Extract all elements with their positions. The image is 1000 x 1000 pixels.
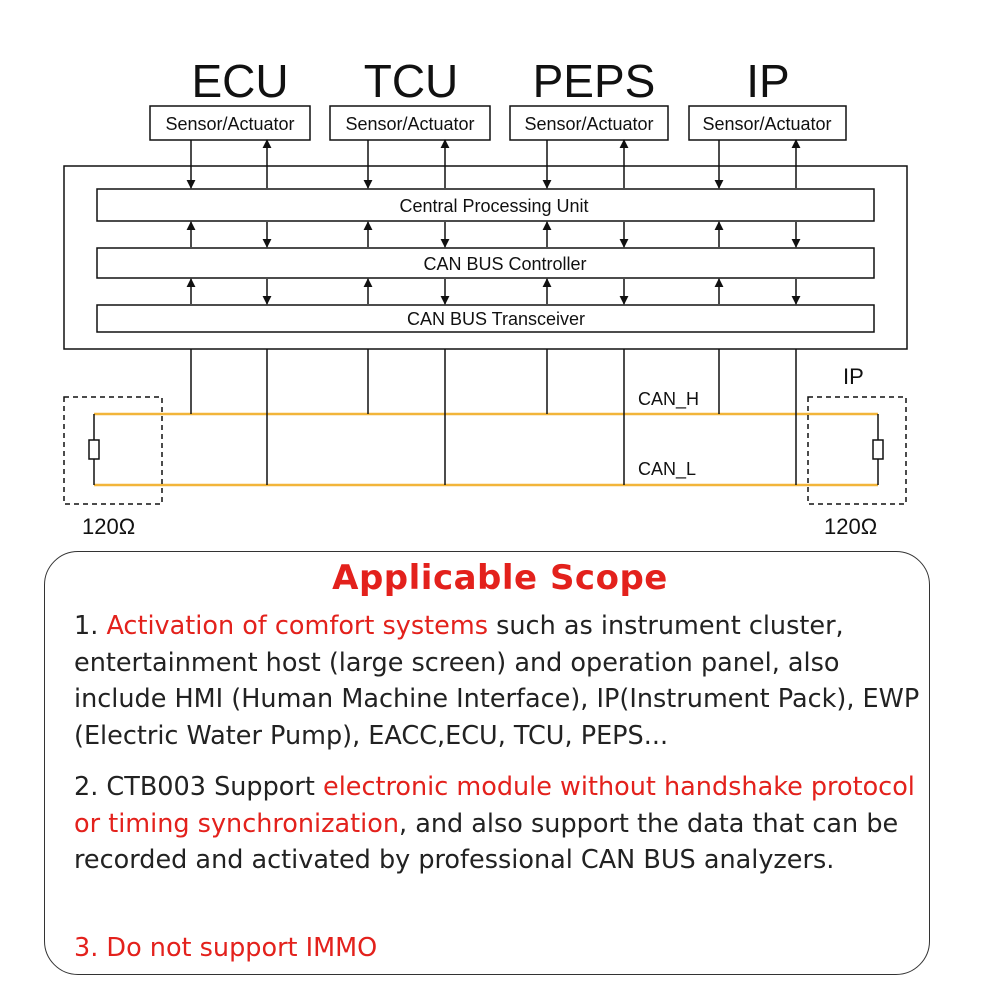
left-resistance-label: 120Ω (82, 514, 135, 539)
cpu-bar (96, 188, 875, 222)
cpu-label: Central Processing Unit (399, 196, 588, 216)
scope-item-1-number: 1. (74, 611, 107, 641)
sensor-actuator-label-ecu: Sensor/Actuator (165, 114, 294, 134)
controller-label: CAN BUS Controller (423, 254, 586, 274)
scope-item-3: 3. Do not support IMMO (74, 933, 378, 963)
sensor-cpu-arrows (186, 139, 801, 189)
scope-item-2: 2. CTB003 Support electronic module with… (74, 769, 924, 879)
scope-item-2-highlight: electronic module without handshake prot… (74, 772, 915, 839)
scope-item-1-text: such as instrument cluster, entertainmen… (74, 611, 920, 751)
sensor-actuator-box-tcu (329, 105, 491, 141)
can-bus-diagram: ECU TCU PEPS IP Sensor/Actuator Sensor/A… (63, 55, 908, 539)
sensor-actuator-label-tcu: Sensor/Actuator (345, 114, 474, 134)
sensor-actuator-box-peps (509, 105, 669, 141)
sensor-actuator-label-peps: Sensor/Actuator (524, 114, 653, 134)
cpu-controller-arrows (186, 221, 801, 248)
module-title-tcu: TCU (364, 55, 459, 107)
transceiver-bar (96, 304, 875, 333)
controller-bar (96, 247, 875, 279)
can-h-label: CAN_H (638, 389, 699, 410)
left-terminator-box (63, 396, 163, 505)
transceiver-label: CAN BUS Transceiver (407, 309, 585, 329)
bus-drop-lines (190, 349, 797, 485)
right-terminal-tag: IP (843, 364, 864, 389)
can-l-label: CAN_L (638, 459, 696, 480)
right-resistance-label: 120Ω (824, 514, 877, 539)
scope-item-1: 1. Activation of comfort systems such as… (74, 608, 924, 754)
scope-item-2-text: , and also support the data that can be … (74, 808, 899, 876)
scope-item-1-highlight: Activation of comfort systems (106, 611, 488, 641)
controller-transceiver-arrows (186, 278, 801, 305)
module-title-ip: IP (746, 55, 789, 107)
scope-item-2-prefix: 2. CTB003 Support (74, 772, 323, 802)
right-resistor-icon (872, 439, 884, 460)
sensor-actuator-box-ecu (149, 105, 311, 141)
node-enclosure (63, 165, 908, 350)
scope-panel (44, 551, 930, 975)
sensor-actuator-label-ip: Sensor/Actuator (702, 114, 831, 134)
scope-title: Applicable Scope (332, 558, 668, 598)
sensor-actuator-box-ip (688, 105, 847, 141)
right-terminator-box (807, 396, 907, 505)
left-resistor-icon (88, 439, 100, 460)
module-title-peps: PEPS (533, 55, 656, 107)
module-title-ecu: ECU (191, 55, 288, 107)
